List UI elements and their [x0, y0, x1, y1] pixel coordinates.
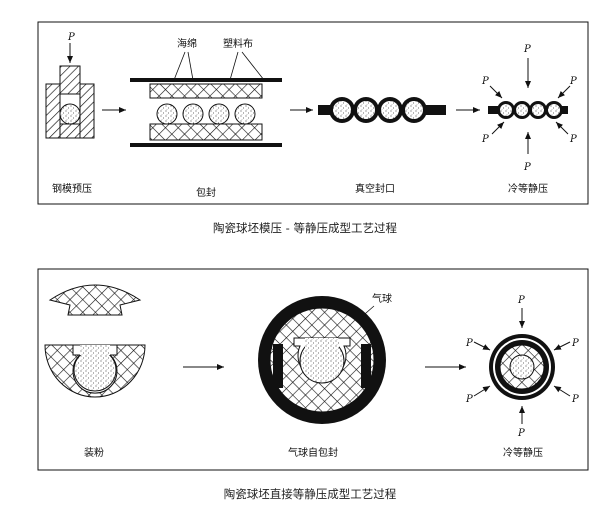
cold-isostatic-stage-1: P P P P P P 冷等静压	[481, 44, 577, 195]
pressure-label: P	[67, 32, 75, 43]
cold-isostatic-stage-2: P P P P P P 冷等静压	[465, 295, 579, 459]
pressure-label: P	[517, 428, 525, 439]
panel-2-frame	[37, 268, 589, 471]
caption-2: 陶瓷球坯直接等静压成型工艺过程	[224, 487, 397, 501]
balloon-label: 气球	[372, 292, 392, 305]
top-plate	[130, 78, 282, 82]
pressure-label: P	[571, 338, 579, 349]
pressure-label: P	[481, 76, 489, 87]
step-label-4: 冷等静压	[508, 182, 548, 195]
encapsulation-stage: 海绵 塑料布 包封	[130, 37, 282, 199]
step-label-5: 装粉	[84, 446, 104, 459]
pressure-label: P	[517, 295, 525, 306]
bottom-sponge	[149, 123, 263, 141]
ceramic-powder	[73, 348, 117, 392]
panel-1-frame	[37, 21, 589, 205]
pressure-label: P	[465, 338, 473, 349]
pressure-label: P	[481, 134, 489, 145]
ceramic-ball	[59, 103, 81, 125]
step-label-6: 气球自包封	[288, 446, 338, 459]
step-label-7: 冷等静压	[503, 446, 543, 459]
bottom-plate	[130, 143, 282, 147]
caption-1: 陶瓷球坯模压 - 等静压成型工艺过程	[213, 221, 397, 235]
pressure-label: P	[569, 76, 577, 87]
pressure-label: P	[571, 394, 579, 405]
balloon-seal-stage: 气球 气球自包封	[258, 292, 392, 459]
steel-mold-stage: P 钢模预压	[45, 32, 95, 195]
pressure-label: P	[523, 44, 531, 55]
die-left	[45, 83, 61, 139]
top-sponge	[149, 83, 263, 99]
pressure-label: P	[569, 134, 577, 145]
vacuum-seal-stage: 真空封口	[318, 97, 446, 195]
die-right	[79, 83, 95, 139]
powder-filling-stage: 装粉	[44, 284, 146, 459]
pressure-label: P	[465, 394, 473, 405]
punch	[59, 65, 81, 95]
sponge-label: 海绵	[177, 37, 197, 50]
step-label-3: 真空封口	[355, 182, 395, 195]
pressure-label: P	[523, 162, 531, 173]
mold-lid	[48, 284, 142, 316]
step-label-2: 包封	[196, 186, 216, 199]
step-label-1: 钢模预压	[52, 182, 92, 195]
plastic-label: 塑料布	[223, 37, 253, 50]
